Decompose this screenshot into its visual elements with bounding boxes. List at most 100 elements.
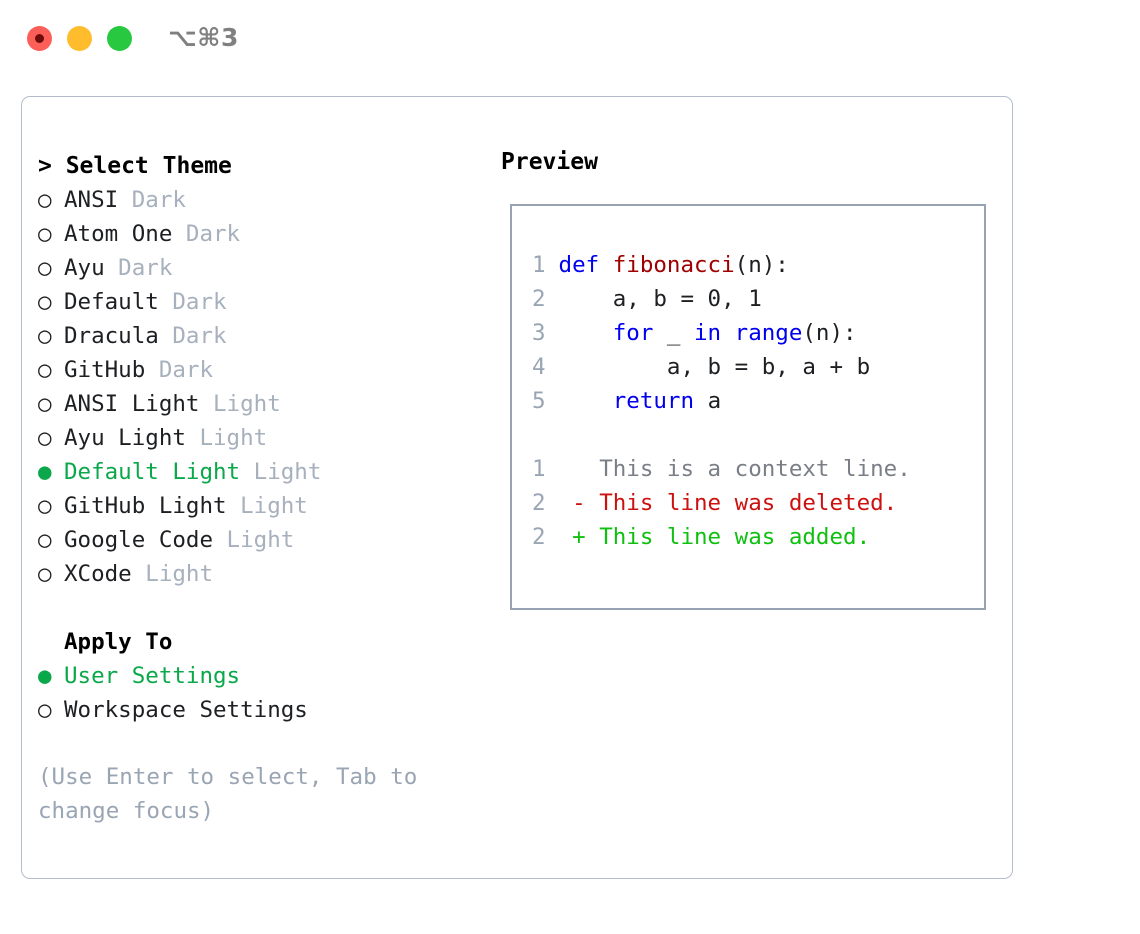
theme-option-label: Atom One (64, 221, 173, 247)
radio-unselected-icon: ○ (38, 323, 66, 349)
diff-text: This line was deleted. (599, 490, 898, 516)
radio-unselected-icon: ○ (38, 697, 66, 723)
theme-list-column: > Select Theme ○ ANSI Dark○ Atom One Dar… (38, 149, 468, 727)
theme-option-variant-tag: Dark (118, 187, 186, 213)
apply-to-marker-slot (38, 625, 64, 659)
theme-option[interactable]: ○ Ayu Dark (38, 251, 468, 285)
code-token: for (612, 320, 667, 346)
apply-to-option[interactable]: ● User Settings (38, 659, 468, 693)
diff-line: 2 - This line was deleted. (532, 486, 911, 520)
diff-marker (572, 456, 599, 482)
window-titlebar: ⌥⌘3 (0, 0, 1140, 76)
code-diff-separator (532, 418, 911, 452)
theme-option[interactable]: ○ GitHub Dark (38, 353, 468, 387)
theme-list: ○ ANSI Dark○ Atom One Dark○ Ayu Dark○ De… (38, 183, 468, 591)
apply-to-option[interactable]: ○ Workspace Settings (38, 693, 468, 727)
theme-option-variant-tag: Light (213, 527, 295, 553)
code-line: 4 a, b = b, a + b (532, 350, 911, 384)
theme-option-label: ANSI (64, 187, 119, 213)
theme-option-variant-tag: Light (240, 459, 322, 485)
radio-unselected-icon: ○ (38, 289, 66, 315)
theme-option-label: Dracula (64, 323, 159, 349)
list-spacer (38, 591, 468, 625)
theme-option-label: Default Light (64, 459, 241, 485)
radio-unselected-icon: ○ (38, 391, 66, 417)
code-token: return (612, 388, 708, 414)
code-token: a (707, 388, 722, 414)
theme-option-variant-tag: Light (185, 425, 268, 451)
code-token: _ (666, 320, 695, 346)
theme-option-variant-tag: Light (131, 561, 214, 587)
diff-marker: + (572, 524, 600, 550)
line-number: 2 (532, 524, 546, 550)
theme-option[interactable]: ○ Dracula Dark (38, 319, 468, 353)
radio-unselected-icon: ○ (38, 425, 66, 451)
code-token: fibonacci (612, 252, 735, 278)
radio-unselected-icon: ○ (38, 561, 66, 587)
code-line: 1 def fibonacci(n): (532, 248, 911, 282)
theme-option[interactable]: ○ Atom One Dark (38, 217, 468, 251)
theme-selector-panel: > Select Theme ○ ANSI Dark○ Atom One Dar… (21, 96, 1013, 879)
radio-unselected-icon: ○ (38, 527, 66, 553)
radio-unselected-icon: ○ (38, 255, 66, 281)
theme-option-variant-tag: Dark (158, 323, 227, 349)
line-number: 1 (532, 252, 546, 278)
theme-option-variant-tag: Dark (104, 255, 173, 281)
theme-option-variant-tag: Dark (158, 289, 227, 315)
theme-option-variant-tag: Light (199, 391, 281, 417)
theme-option[interactable]: ○ Default Dark (38, 285, 468, 319)
apply-to-options: ● User Settings○ Workspace Settings (38, 659, 468, 727)
code-line: 2 a, b = 0, 1 (532, 282, 911, 316)
theme-option-label: GitHub Light (64, 493, 227, 519)
select-theme-header: > Select Theme (38, 153, 232, 179)
diff-marker: - (572, 490, 600, 516)
apply-to-label: Apply To (38, 625, 468, 659)
line-number: 1 (532, 456, 546, 482)
radio-unselected-icon: ○ (38, 221, 66, 247)
theme-option-label: ANSI Light (64, 391, 200, 417)
maximize-window-button[interactable] (107, 26, 132, 51)
close-window-button[interactable] (27, 26, 52, 51)
theme-option[interactable]: ○ Ayu Light Light (38, 421, 468, 455)
radio-selected-icon: ● (38, 459, 66, 485)
theme-option-label: Default (64, 289, 159, 315)
code-token: a, b = 0, 1 (612, 286, 762, 312)
theme-option[interactable]: ○ GitHub Light Light (38, 489, 468, 523)
code-token: in (694, 320, 735, 346)
theme-option-variant-tag: Dark (145, 357, 214, 383)
apply-to-option-label: User Settings (64, 663, 241, 689)
theme-option[interactable]: ○ XCode Light (38, 557, 468, 591)
theme-option-label: GitHub (64, 357, 146, 383)
line-number: 4 (532, 354, 546, 380)
preview-heading: Preview (501, 149, 598, 175)
code-line: 3 for _ in range(n): (532, 316, 911, 350)
theme-option-label: Ayu (64, 255, 105, 281)
radio-unselected-icon: ○ (38, 493, 66, 519)
theme-option-label: XCode (64, 561, 132, 587)
radio-selected-icon: ● (38, 663, 66, 689)
theme-option[interactable]: ○ ANSI Light Light (38, 387, 468, 421)
theme-option[interactable]: ○ Google Code Light (38, 523, 468, 557)
code-token: range (734, 320, 803, 346)
code-token: (n): (734, 252, 789, 278)
diff-line: 2 + This line was added. (532, 520, 911, 554)
apply-to-option-label: Workspace Settings (64, 697, 308, 723)
diff-line: 1 This is a context line. (532, 452, 911, 486)
line-number: 2 (532, 286, 546, 312)
code-token: a, b = b, a + b (666, 354, 871, 380)
theme-option[interactable]: ● Default Light Light (38, 455, 468, 489)
minimize-window-button[interactable] (67, 26, 92, 51)
line-number: 5 (532, 388, 546, 414)
code-token: (n): (802, 320, 857, 346)
theme-option-label: Ayu Light (64, 425, 186, 451)
radio-unselected-icon: ○ (38, 187, 66, 213)
code-token: def (558, 252, 613, 278)
theme-option[interactable]: ○ ANSI Dark (38, 183, 468, 217)
window-title-shortcut: ⌥⌘3 (168, 23, 239, 52)
theme-option-label: Google Code (64, 527, 214, 553)
diff-text: This line was added. (599, 524, 871, 550)
line-number: 2 (532, 490, 546, 516)
